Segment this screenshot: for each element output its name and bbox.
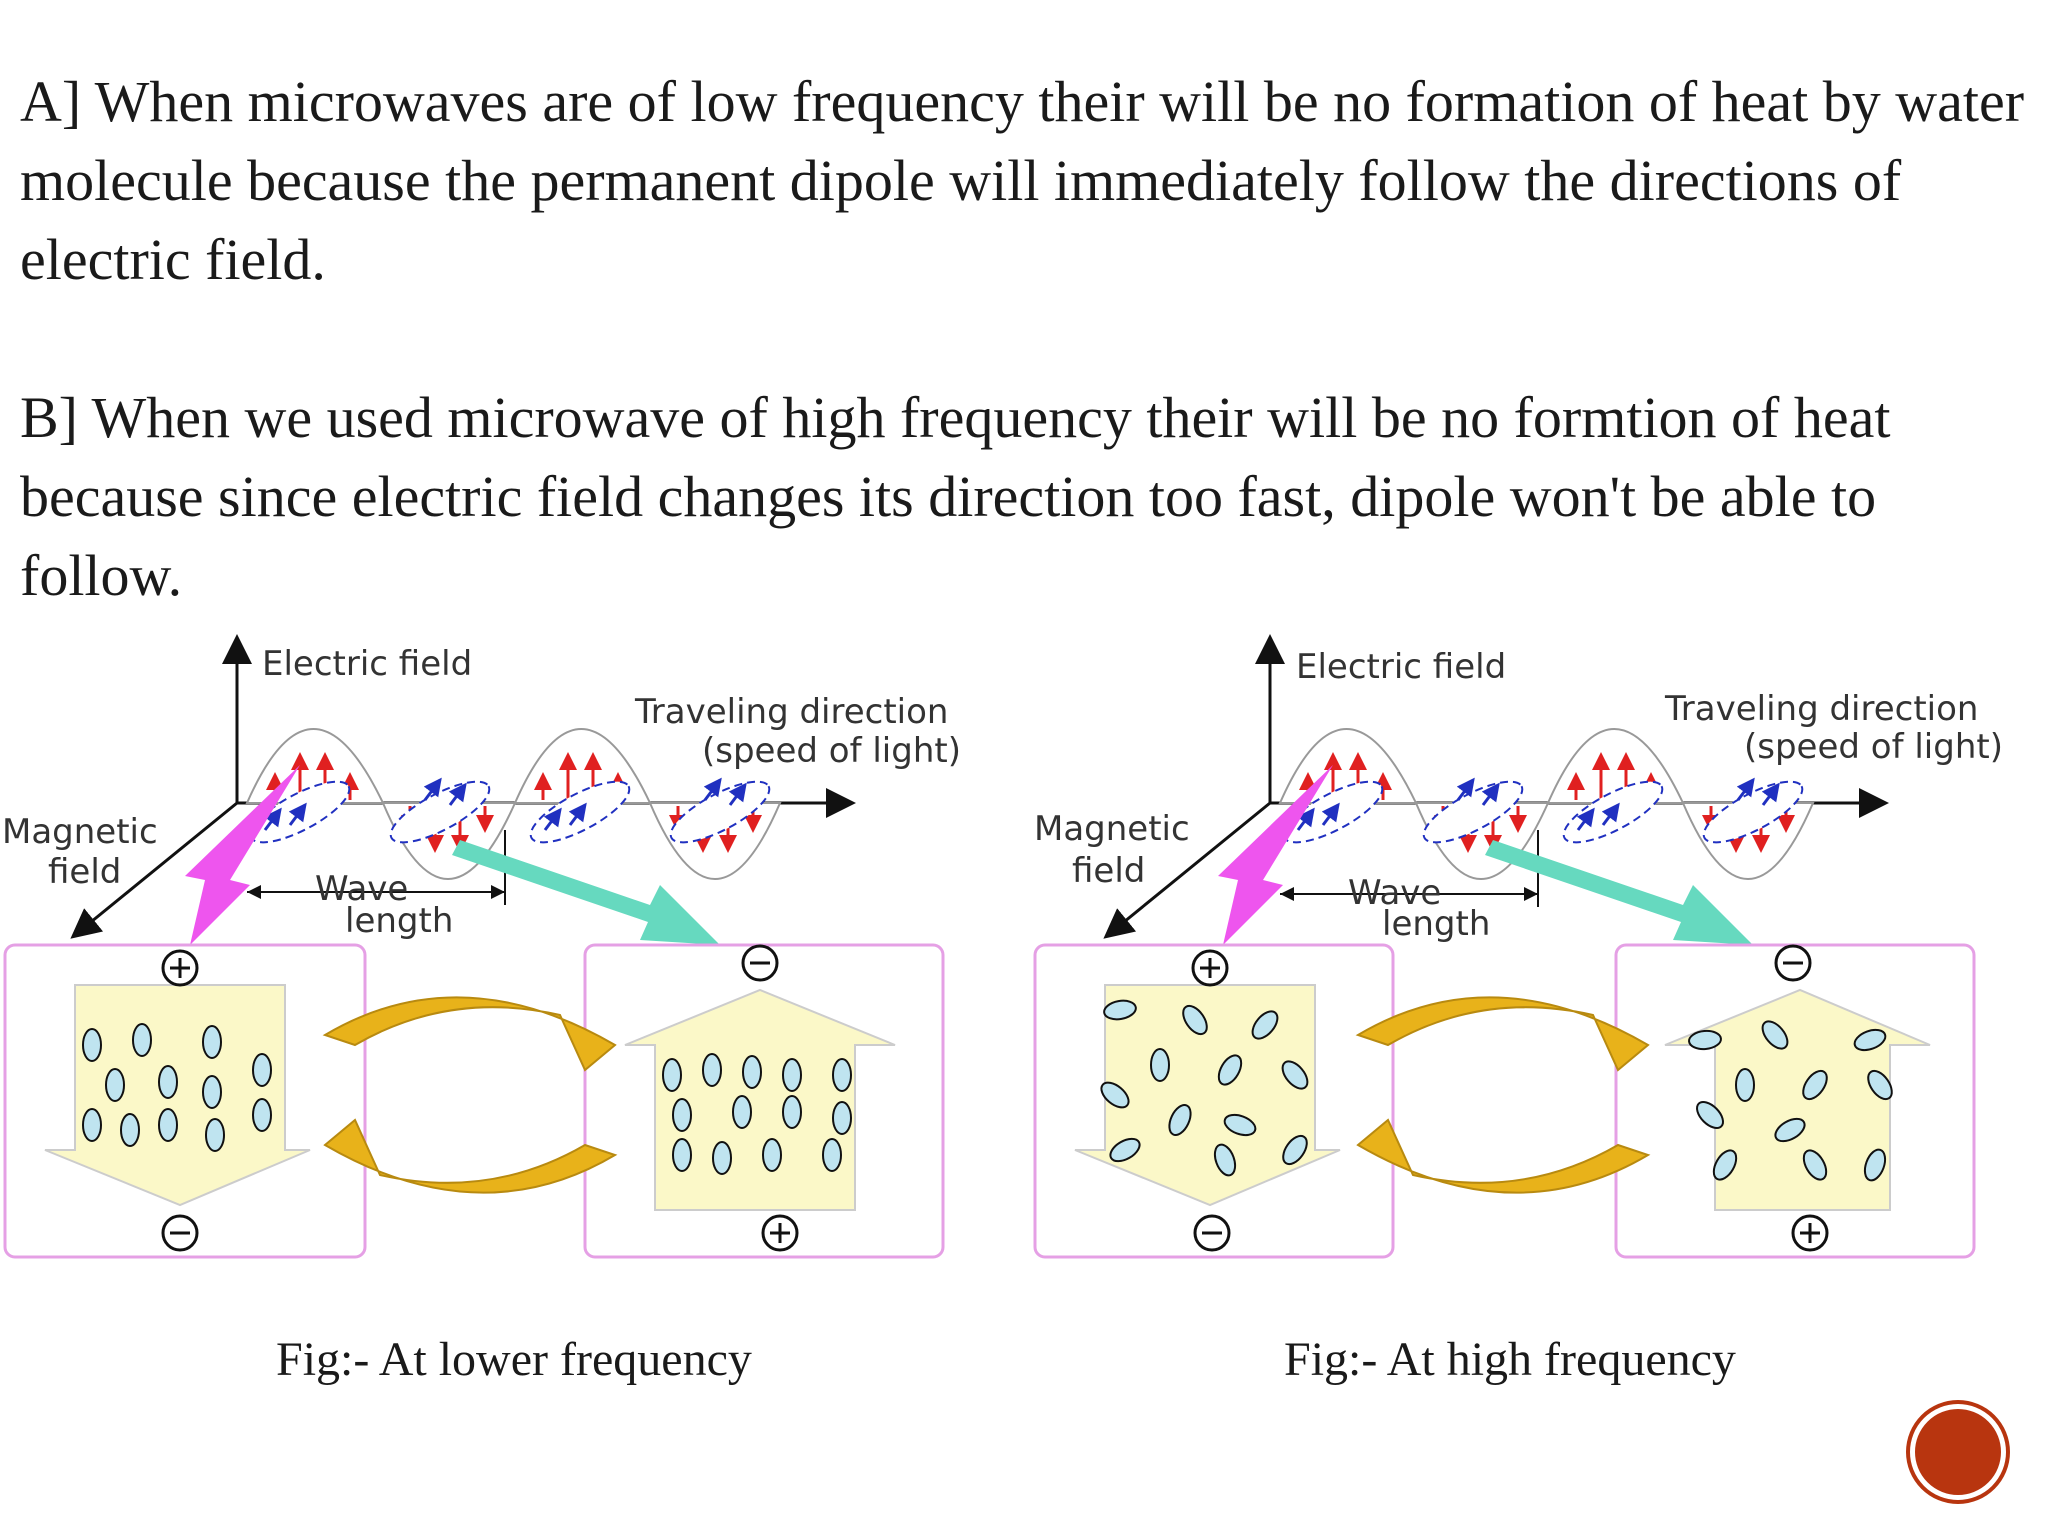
label-traveling-2: (speed of light) — [1744, 727, 2003, 767]
cycle-arrow-top — [322, 996, 617, 1072]
label-wave-2: length — [1382, 904, 1490, 944]
dipoles-aligned-up — [82, 1023, 272, 1152]
pink-pointer — [185, 765, 300, 945]
caption-low-frequency: Fig:- At lower frequency — [276, 1333, 752, 1386]
label-traveling-1: Traveling direction — [1664, 689, 1978, 729]
label-magnetic-1: Magnetic — [2, 812, 158, 852]
label-magnetic-1: Magnetic — [1034, 809, 1190, 849]
teal-pointer — [452, 840, 720, 945]
cycle-arrow-bottom — [1356, 1118, 1651, 1194]
dipoles-random-b — [1688, 1020, 1893, 1182]
cycle-arrow-bottom — [323, 1118, 618, 1194]
figure-low-frequency: Electric field Traveling direction (spee… — [2, 634, 961, 1259]
label-wave-1: Wave — [315, 869, 408, 909]
big-arrow-down — [44, 984, 311, 1207]
label-wave-2: length — [345, 901, 453, 941]
slide-badge-icon — [1910, 1404, 2006, 1500]
label-wave-1: Wave — [1348, 873, 1441, 913]
paragraph-a: A] When microwaves are of low frequency … — [20, 69, 2025, 292]
big-arrow-down — [1074, 984, 1341, 1207]
magnetic-field-arrows — [1296, 777, 1780, 831]
label-magnetic-2: field — [1072, 851, 1145, 891]
magnetic-field-arrows — [263, 777, 747, 831]
teal-pointer — [1485, 840, 1753, 945]
charge-symbols — [1191, 944, 1829, 1252]
caption-high-frequency: Fig:- At high frequency — [1284, 1333, 1736, 1386]
cycle-arrow-top — [1355, 996, 1650, 1072]
label-traveling-2: (speed of light) — [702, 731, 961, 771]
charge-symbols — [161, 944, 799, 1252]
dipoles-aligned-down — [662, 1053, 852, 1175]
label-magnetic-2: field — [48, 852, 121, 892]
label-traveling-1: Traveling direction — [634, 692, 948, 732]
pink-pointer — [1218, 765, 1333, 945]
magnetic-axis — [1103, 801, 1271, 939]
dipoles-random-a — [1100, 999, 1309, 1177]
magnetic-axis — [70, 801, 238, 939]
label-electric-field: Electric field — [262, 644, 472, 684]
paragraph-b: B] When we used microwave of high freque… — [20, 385, 1891, 608]
figure-high-frequency: Electric field Traveling direction (spee… — [1033, 634, 2003, 1259]
label-electric-field: Electric field — [1296, 647, 1506, 687]
